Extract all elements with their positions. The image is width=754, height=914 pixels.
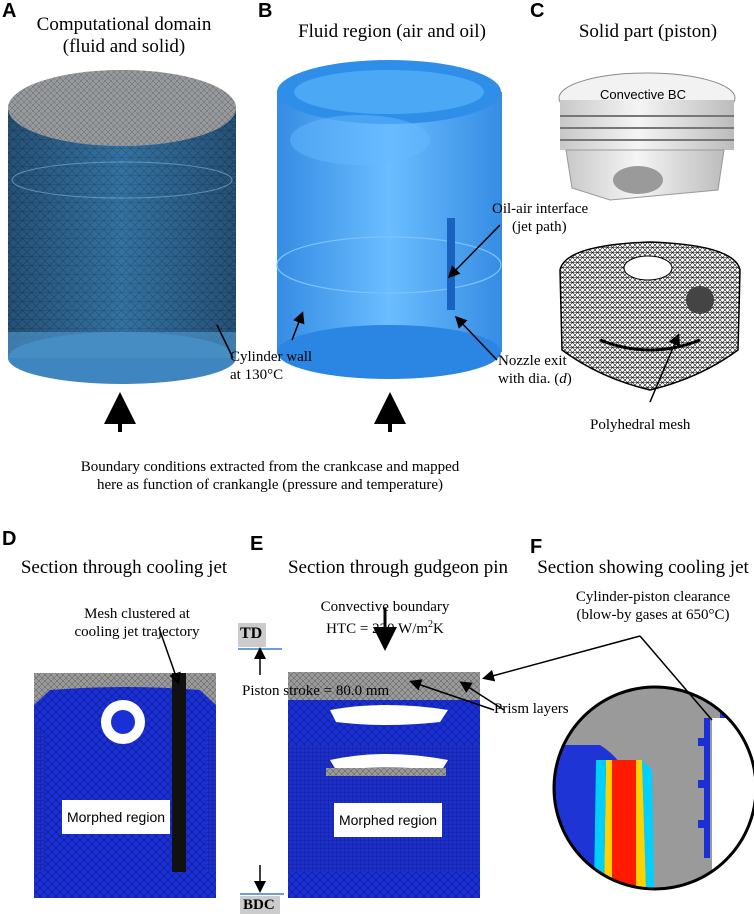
bdc-label: BDC	[243, 897, 275, 913]
cylinder-wall-line2: at 130°C	[230, 367, 284, 383]
prism-layers-label: Prism layers	[494, 701, 569, 717]
polyhedral-mesh-label: Polyhedral mesh	[590, 417, 691, 433]
oil-air-interface-label: Oil-air interface (jet path)	[492, 200, 588, 236]
clearance-line1: Cylinder-piston clearance	[575, 589, 731, 605]
oil-air-line2: (jet path)	[512, 219, 567, 235]
convective-boundary-line2: HTC = 220 W/m2K	[300, 616, 470, 638]
htc-exponent: 2	[428, 619, 434, 630]
piston-solid	[558, 72, 736, 201]
panel-label-d: D	[2, 528, 17, 550]
cylinder-wall-line1: Cylinder wall	[230, 349, 313, 365]
oil-air-line1: Oil-air interface	[492, 201, 589, 217]
morphed-region-label-d: Morphed region	[62, 800, 170, 834]
panel-d-title: Section through cooling jet	[20, 557, 228, 578]
htc-text: HTC = 220 W/m	[326, 621, 429, 637]
piston-polyhedral-mesh	[559, 241, 741, 391]
clearance-label: Cylinder-piston clearance (blow-by gases…	[555, 588, 751, 624]
cylinder-domain-mesh	[8, 70, 236, 384]
mesh-clustered-line1: Mesh clustered at	[84, 606, 190, 622]
convective-boundary-label: Convective boundary HTC = 220 W/m2K	[300, 598, 470, 638]
clearance-line2: (blow-by gases at 650°C)	[576, 607, 730, 623]
mesh-clustered-line2: cooling jet trajectory	[74, 624, 200, 640]
nozzle-variable: d	[559, 371, 567, 387]
panel-label-b: B	[258, 0, 273, 22]
bdc-marker	[240, 893, 284, 914]
morphed-region-label-e: Morphed region	[334, 803, 442, 837]
td-marker	[238, 623, 282, 650]
mesh-clustered-label: Mesh clustered at cooling jet trajectory	[62, 605, 212, 641]
panel-a-title-line1: Computational domain	[36, 14, 212, 35]
nozzle-line2: with dia. (d)	[498, 370, 572, 388]
annotation-arrows	[104, 224, 713, 893]
panel-label-a: A	[2, 0, 17, 22]
boundary-line1: Boundary conditions extracted from the c…	[80, 459, 460, 475]
convective-boundary-line1: Convective boundary	[320, 599, 450, 615]
nozzle-close: )	[566, 371, 572, 387]
fluid-region-shape	[276, 60, 502, 379]
panel-a-title-line2: (fluid and solid)	[62, 36, 186, 57]
cylinder-wall-label: Cylinder wall at 130°C	[230, 348, 312, 384]
panel-label-f: F	[530, 536, 543, 558]
nozzle-line1: Nozzle exit	[498, 353, 567, 369]
convective-bc-label: Convective BC	[600, 87, 686, 102]
nozzle-exit-label: Nozzle exit with dia. (d)	[498, 352, 572, 388]
panel-e-title: Section through gudgeon pin	[287, 557, 509, 578]
section-gudgeon-pin	[288, 672, 480, 898]
panel-c-title: Solid part (piston)	[578, 21, 718, 42]
panel-a-title: Computational domain (fluid and solid)	[0, 14, 248, 58]
boundary-conditions-caption: Boundary conditions extracted from the c…	[0, 458, 540, 494]
panel-label-e: E	[250, 533, 264, 555]
section-cooling-jet	[34, 673, 216, 898]
panel-f-title: Section showing cooling jet	[537, 557, 749, 578]
boundary-line2: here as function of crankangle (pressure…	[96, 477, 444, 493]
td-label: TD	[240, 625, 263, 642]
panel-label-c: C	[530, 0, 545, 22]
piston-stroke-label: Piston stroke = 80.0 mm	[242, 683, 390, 699]
htc-unit: K	[433, 621, 444, 637]
panel-b-title: Fluid region (air and oil)	[298, 21, 486, 42]
cooling-jet-detail-circle	[552, 685, 754, 891]
nozzle-line2-text: with dia. (	[498, 371, 560, 387]
